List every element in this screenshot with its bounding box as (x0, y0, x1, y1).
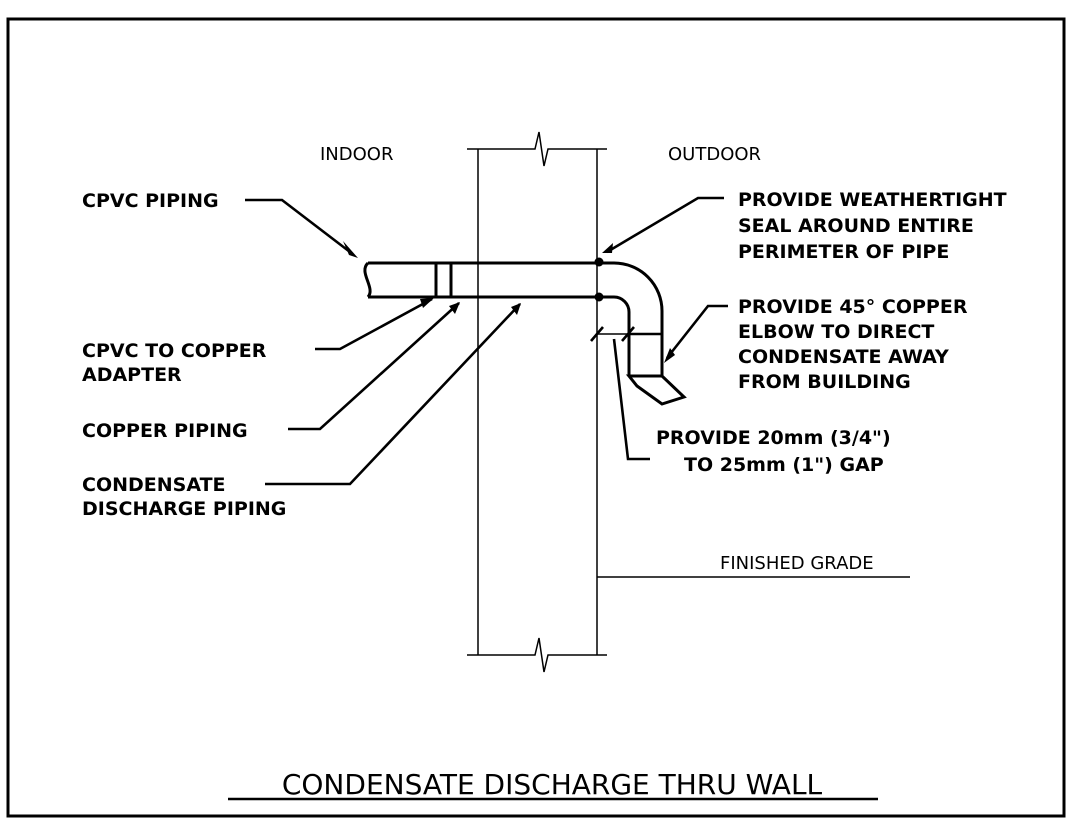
copper-piping-label: COPPER PIPING (82, 420, 248, 442)
elbow-label-line2: ELBOW TO DIRECT (738, 321, 934, 343)
drawing-border (6, 17, 1066, 818)
gap-label-line2: TO 25mm (1") GAP (684, 454, 884, 476)
adapter-label-line1: CPVC TO COPPER (82, 340, 267, 362)
indoor-label: INDOOR (320, 144, 393, 165)
adapter-label-line2: ADAPTER (82, 364, 182, 386)
elbow-45 (625, 374, 687, 406)
drawing-title: CONDENSATE DISCHARGE THRU WALL (282, 768, 823, 801)
condensate-pipe (363, 261, 687, 406)
elbow-label-line4: FROM BUILDING (738, 371, 911, 393)
wall-section (467, 131, 607, 673)
gap-dimension (590, 326, 635, 342)
finished-grade-label: FINISHED GRADE (720, 553, 874, 574)
seal-label-line1: PROVIDE WEATHERTIGHT (738, 189, 1007, 211)
discharge-piping-label-line1: CONDENSATE (82, 474, 226, 496)
seal-dot-bottom (594, 292, 604, 302)
elbow-label-line3: CONDENSATE AWAY (738, 346, 949, 368)
seal-label-line3: PERIMETER OF PIPE (738, 241, 949, 263)
seal-dot-top (594, 257, 604, 267)
gap-label-line1: PROVIDE 20mm (3/4") (656, 427, 891, 449)
cpvc-piping-label: CPVC PIPING (82, 190, 219, 212)
discharge-piping-label-line2: DISCHARGE PIPING (82, 498, 286, 520)
elbow-label-line1: PROVIDE 45° COPPER (738, 296, 968, 318)
outdoor-label: OUTDOOR (668, 144, 761, 165)
leader-lines (245, 196, 728, 486)
seal-label-line2: SEAL AROUND ENTIRE (738, 215, 974, 237)
